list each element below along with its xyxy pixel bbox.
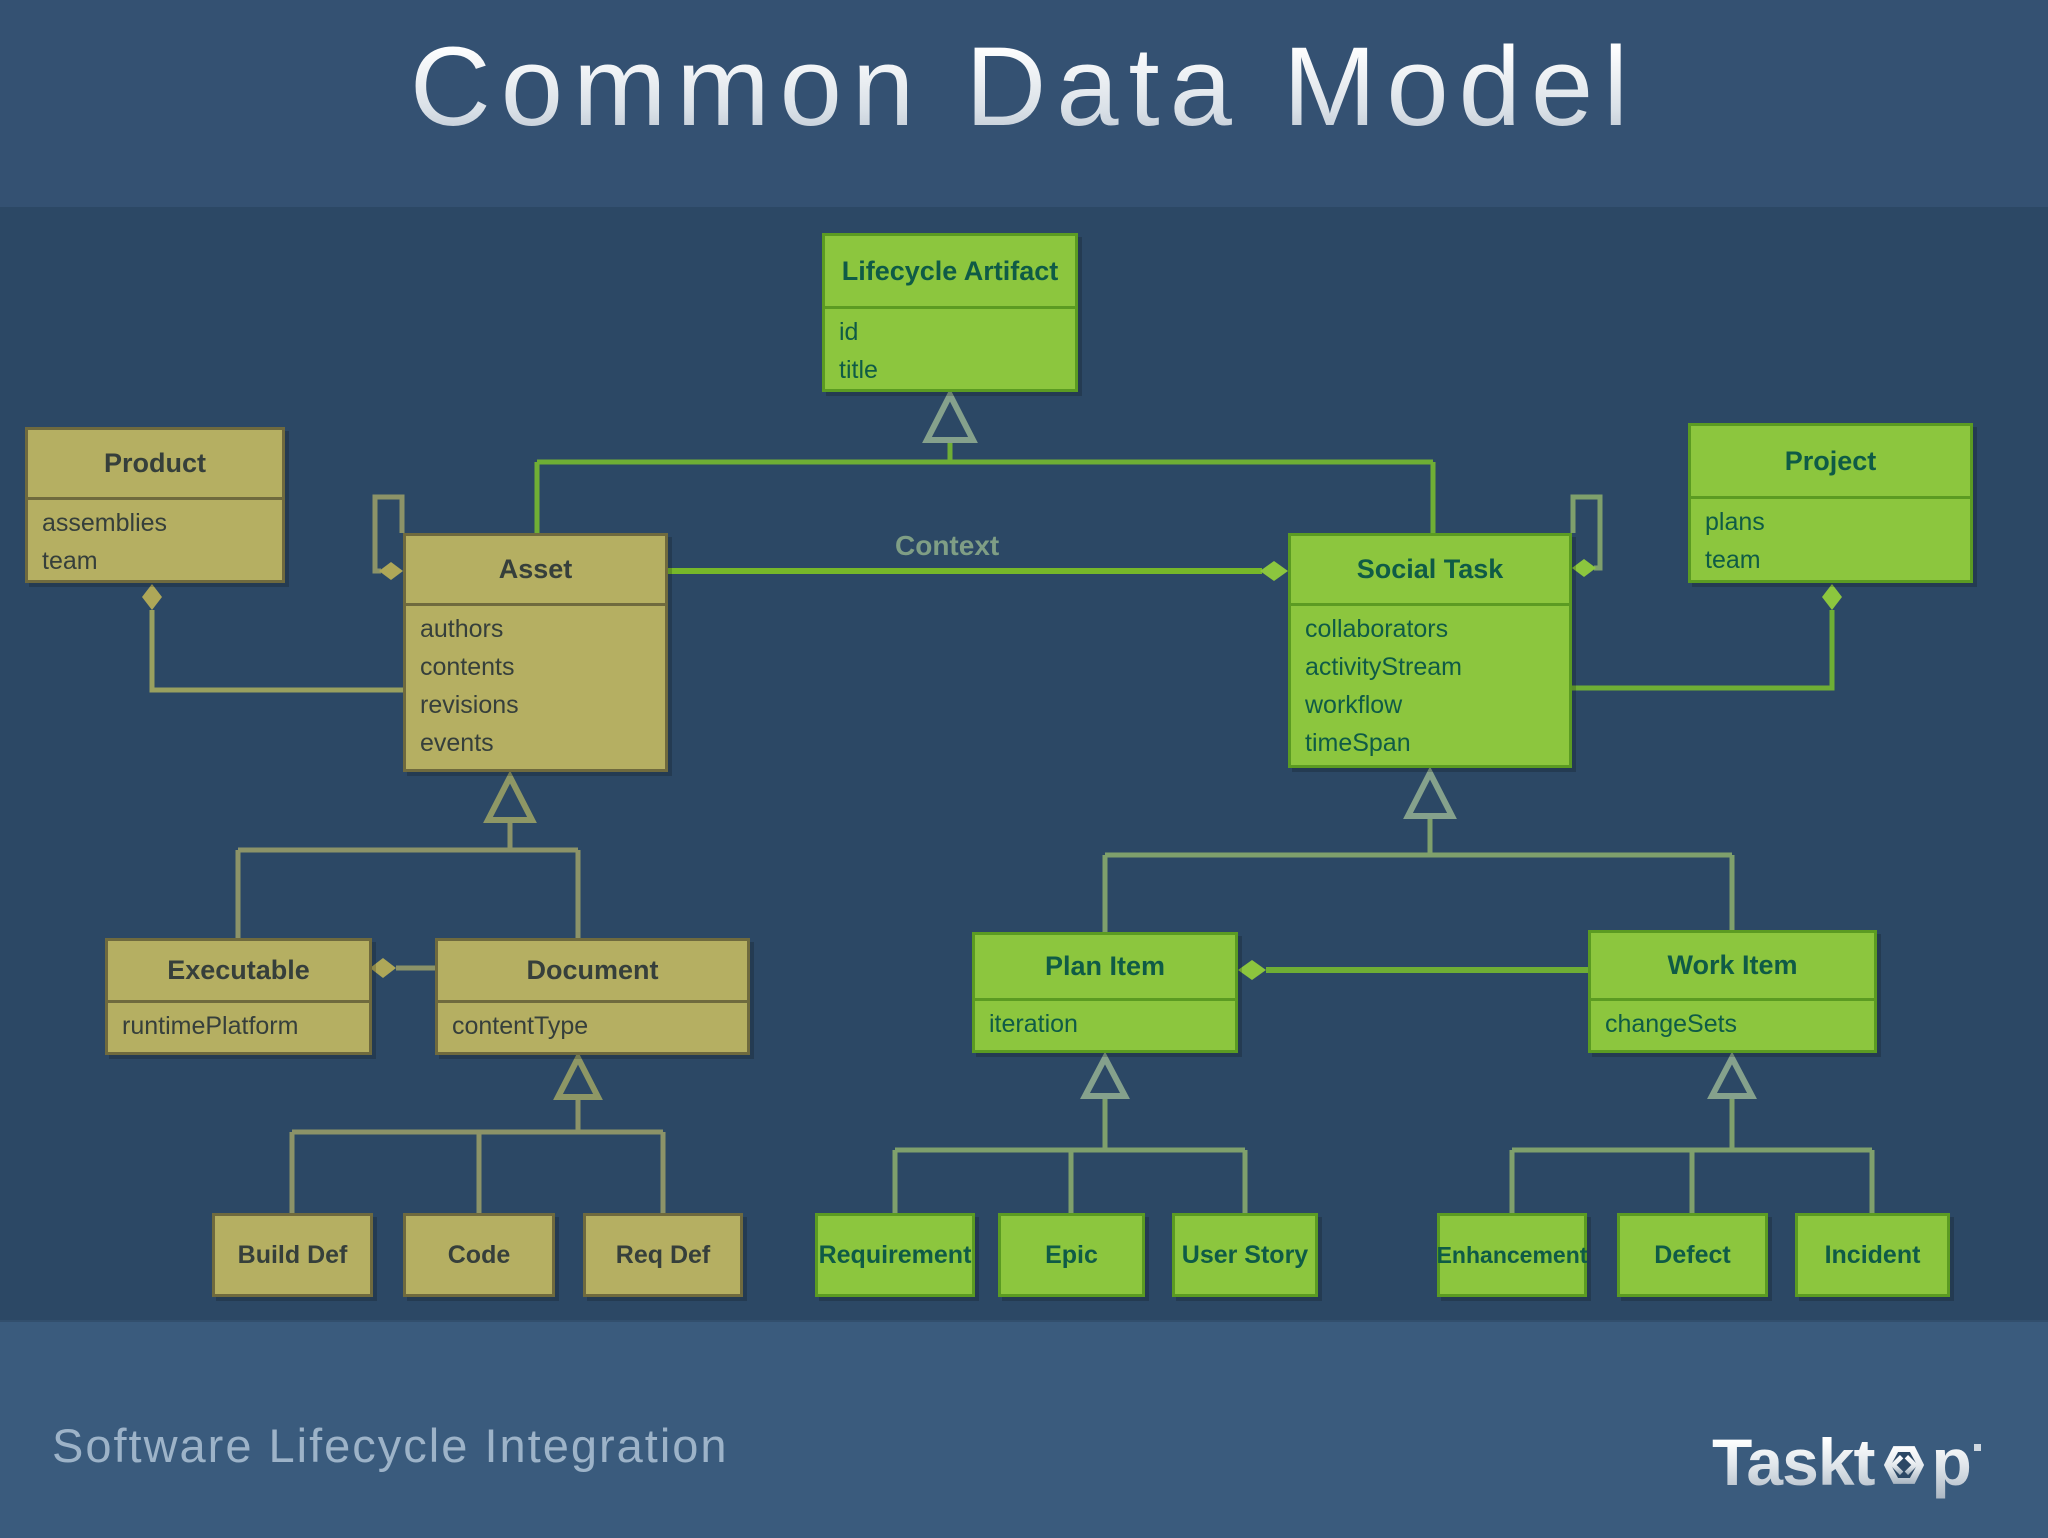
attribute: authors [420,615,504,643]
class-project: Project plans team [1688,423,1973,583]
class-req-def: Req Def [583,1213,743,1297]
aggregation-executable-document [370,958,435,978]
class-title: Executable [108,941,369,1003]
attribute: changeSets [1605,1010,1738,1038]
generalization-lifecycle-artifact [534,388,1436,533]
logo-text-suffix: p [1931,1425,1972,1499]
hollow-triangle-icon [922,388,978,443]
diamond-icon [370,958,396,978]
attribute: collaborators [1305,615,1449,643]
class-title: User Story [1181,1240,1309,1269]
class-document: Document contentType [435,938,750,1055]
class-title: Asset [406,536,665,606]
tasktop-logo: Taskt p [1712,1424,1981,1500]
class-title: Code [447,1240,511,1269]
class-requirement: Requirement [815,1213,975,1297]
class-title: Social Task [1291,536,1569,606]
class-title: Req Def [615,1240,711,1269]
class-executable: Executable runtimePlatform [105,938,372,1055]
attribute: assemblies [42,509,168,537]
class-code: Code [403,1213,555,1297]
attribute: activityStream [1305,653,1462,681]
hollow-triangle-icon [1707,1051,1757,1099]
diamond-icon [1260,561,1288,581]
attribute: revisions [420,691,519,719]
hollow-triangle-icon [1080,1051,1130,1099]
trademark-mark [1973,1443,1981,1451]
generalization-document [289,1051,666,1213]
class-title: Epic [1045,1240,1098,1269]
class-title: Product [28,430,282,500]
attribute: title [839,356,878,384]
class-asset: Asset authors contents revisions events [403,533,668,772]
attribute: team [1705,546,1761,574]
class-title: Lifecycle Artifact [825,236,1075,309]
class-title: Project [1691,426,1970,499]
class-user-story: User Story [1172,1213,1318,1297]
class-epic: Epic [998,1213,1145,1297]
self-loop-asset [372,494,405,580]
diamond-icon [1572,559,1596,577]
hollow-triangle-icon [553,1051,603,1100]
attribute: runtimePlatform [122,1012,299,1040]
class-title: Incident [1824,1240,1921,1269]
class-title: Build Def [237,1240,348,1269]
association-label-context: Context [895,530,1000,561]
page-title: Common Data Model [0,22,2048,182]
class-title: Enhancement [1436,1241,1588,1268]
class-incident: Incident [1795,1213,1950,1297]
diamond-icon [379,562,403,580]
association-context [668,561,1288,581]
aggregation-plan-work [1238,960,1588,980]
class-title: Defect [1654,1240,1731,1269]
class-work-item: Work Item changeSets [1588,930,1877,1053]
diamond-icon [142,584,162,610]
class-enhancement: Enhancement [1437,1213,1587,1297]
attribute: timeSpan [1305,729,1411,757]
attribute: contents [420,653,515,681]
class-product: Product assemblies team [25,427,285,583]
class-social-task: Social Task collaborators activityStream… [1288,533,1572,768]
logo-text-prefix: Taskt [1712,1425,1876,1499]
footer-tagline: Software Lifecycle Integration [52,1419,729,1472]
class-plan-item: Plan Item iteration [972,932,1238,1053]
class-build-def: Build Def [212,1213,373,1297]
tasktop-o-glyph [1883,1446,1924,1484]
class-title: Work Item [1591,933,1874,1001]
attribute: id [839,318,859,346]
class-lifecycle-artifact: Lifecycle Artifact id title [822,233,1078,392]
hollow-triangle-icon [483,770,537,823]
hollow-triangle-icon [1403,766,1457,819]
attribute: workflow [1305,691,1403,719]
footer-band [0,1320,2048,1538]
class-title: Document [438,941,747,1003]
attribute: iteration [989,1010,1078,1038]
generalization-asset [235,770,581,938]
attribute: team [42,547,98,575]
attribute: contentType [452,1012,589,1040]
class-title: Plan Item [975,935,1235,1001]
class-defect: Defect [1617,1213,1768,1297]
composition-product-asset [142,584,403,693]
generalization-social-task [1102,766,1735,932]
class-title: Requirement [818,1240,972,1269]
title-band [0,0,2048,207]
attribute: plans [1705,508,1765,536]
generalization-plan-item [892,1051,1248,1213]
composition-project-social-task [1572,584,1842,691]
diamond-icon [1822,584,1842,610]
attribute: events [420,729,494,757]
generalization-work-item [1509,1051,1875,1213]
self-loop-social-task [1570,494,1603,577]
diamond-icon [1238,960,1266,980]
